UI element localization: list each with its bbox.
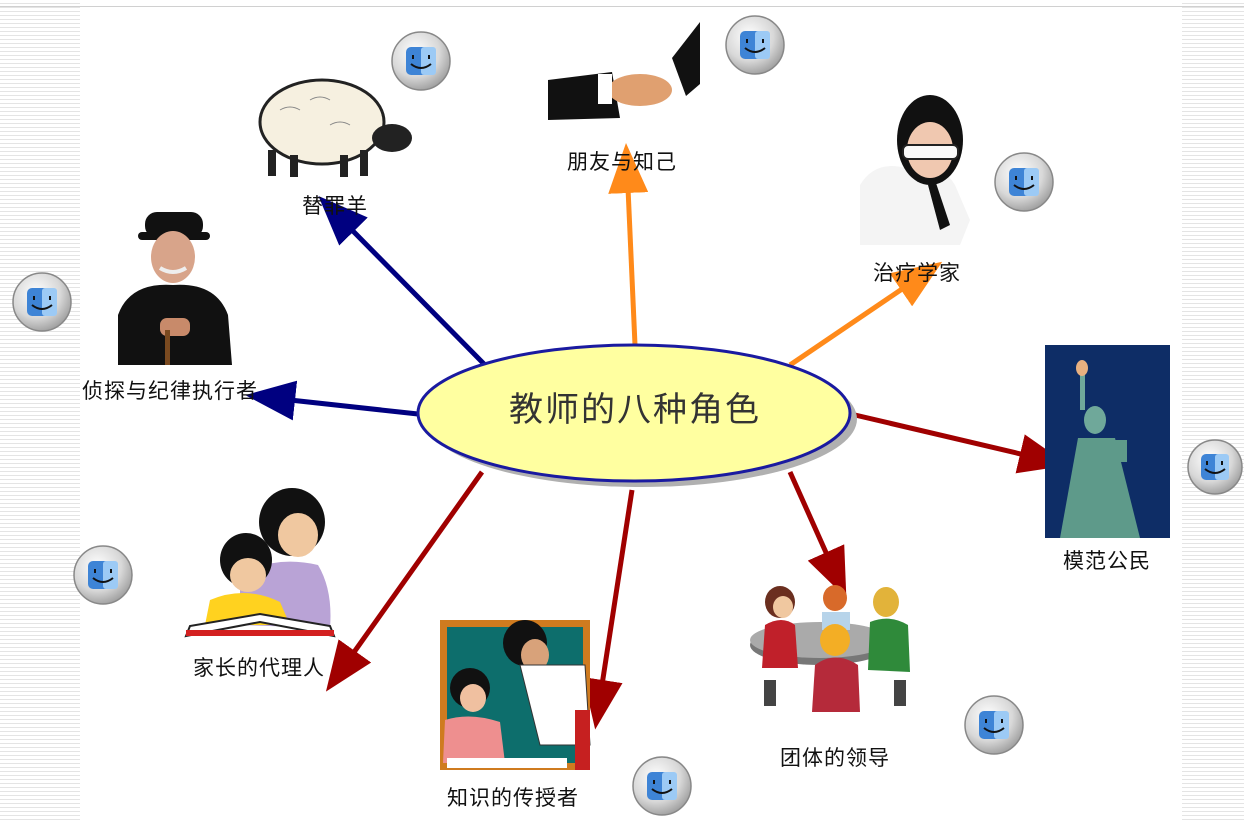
mother-child-illustration — [184, 488, 336, 638]
finder-icon[interactable] — [994, 152, 1054, 212]
finder-icon[interactable] — [1187, 439, 1243, 495]
finder-icon[interactable] — [12, 272, 72, 332]
role-label: 治疗学家 — [873, 261, 961, 285]
arrow-therapist — [788, 261, 943, 368]
role-label: 朋友与知己 — [567, 150, 677, 174]
role-label: 替罪羊 — [302, 194, 368, 218]
center-ellipse — [416, 343, 852, 483]
finder-icon[interactable] — [725, 15, 785, 75]
arrow-detective — [245, 380, 419, 421]
sheep-illustration — [258, 78, 412, 177]
group-table-illustration — [750, 585, 910, 712]
arrow-parent-proxy — [325, 470, 485, 692]
finder-icon[interactable] — [632, 756, 692, 816]
role-label: 家长的代理人 — [193, 656, 325, 680]
handshake-illustration — [548, 22, 700, 120]
center-title: 教师的八种角色 — [509, 390, 761, 430]
arrow-knowledge — [582, 489, 635, 730]
right-stripe-decoration — [1182, 0, 1244, 821]
left-stripe-decoration — [0, 0, 80, 821]
finder-icon[interactable] — [964, 695, 1024, 755]
role-label: 侦探与纪律执行者 — [82, 379, 258, 403]
arrow-model-citizen — [854, 412, 1069, 474]
role-label: 模范公民 — [1063, 549, 1151, 573]
arrow-group-leader — [787, 470, 847, 599]
finder-icon[interactable] — [391, 31, 451, 91]
action-buttons — [12, 15, 1243, 816]
top-divider — [0, 6, 1244, 7]
role-label: 知识的传授者 — [447, 786, 579, 810]
statue-of-liberty-illustration — [1045, 345, 1170, 538]
therapist-illustration — [860, 95, 970, 245]
finder-icon[interactable] — [73, 545, 133, 605]
teacher-student-illustration — [440, 620, 591, 770]
arrow-friend — [608, 143, 649, 346]
role-label: 团体的领导 — [780, 746, 890, 770]
arrow-scapegoat — [318, 195, 487, 367]
arrows — [245, 143, 1069, 730]
detective-illustration — [118, 212, 232, 365]
